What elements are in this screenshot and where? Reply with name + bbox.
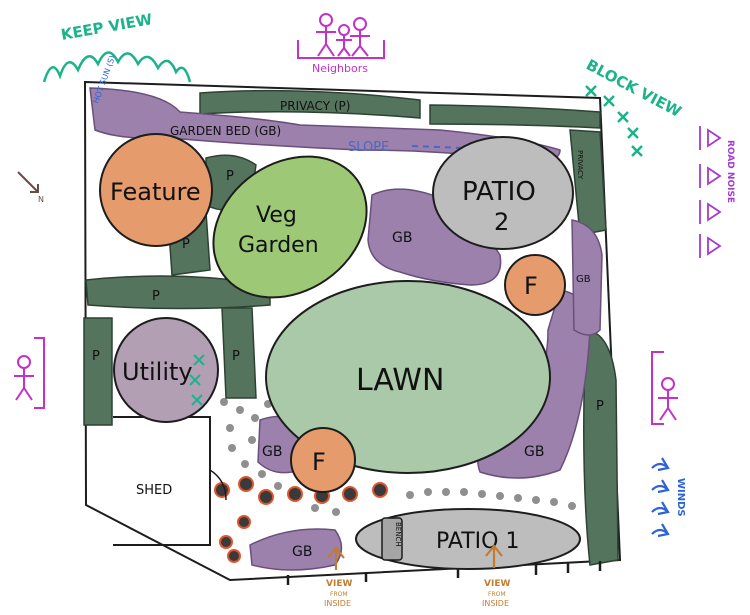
privacy-labels: PRIVACY (P) PRIVACY P P P P P P [92, 99, 604, 414]
privacy-label-feature: P [226, 169, 234, 184]
garden-bed-label-lawn-right: GB [524, 444, 544, 460]
block-x-marks [189, 354, 205, 406]
view-left-line3: INSIDE [324, 599, 351, 608]
bench [381, 517, 403, 561]
winds-note [651, 457, 670, 538]
block-x-icons [585, 85, 643, 157]
neighbor-right [651, 351, 678, 425]
view-arrow-icon [327, 546, 345, 570]
patio-1: BENCH PATIO 1 [355, 508, 581, 570]
garden-beds [89, 87, 603, 571]
privacy-label-left-row: P [152, 289, 160, 304]
road-noise-note [699, 126, 722, 258]
privacy-label-right: P [596, 399, 604, 414]
privacy-label-utility: P [232, 349, 240, 364]
north-label: N [38, 195, 44, 204]
triangle-noise-icon [699, 126, 722, 258]
neighbors-label: Neighbors [312, 62, 368, 75]
privacy-label-top: PRIVACY (P) [280, 99, 350, 113]
garden-bed-labels: GARDEN BED (GB) GB GB GB GB GB [170, 124, 591, 560]
north-arrow-icon [17, 171, 39, 193]
utility-label: Utility [122, 358, 193, 386]
stick-figure-icon [658, 377, 678, 421]
feature-small-bottom-label: F [312, 448, 326, 476]
lawn-label: LAWN [356, 363, 444, 398]
veg-garden: Veg Garden [212, 155, 368, 299]
patio-2: PATIO 2 [432, 136, 574, 250]
stick-figure-icon [316, 13, 370, 57]
garden-label: Garden [238, 233, 319, 258]
stepping-stones [214, 476, 388, 563]
feature-small-right-label: F [524, 272, 538, 300]
patio1-label: PATIO 1 [436, 529, 519, 554]
view-from-inside-right: VIEW FROM INSIDE [482, 544, 510, 608]
veg-label: Veg [256, 203, 297, 228]
view-right-line1: VIEW [484, 579, 510, 589]
garden-bed-label-right: GB [576, 274, 591, 285]
view-arrow-icon [485, 544, 503, 568]
privacy-label-tr: PRIVACY [576, 150, 584, 180]
view-left-line2: FROM [330, 591, 348, 598]
feature-label: Feature [110, 178, 201, 206]
road-noise-label: ROAD NOISE [725, 140, 735, 203]
neighbor-left [14, 337, 45, 409]
patio2-number: 2 [494, 208, 509, 236]
neighbors-note [297, 13, 385, 59]
garden-bed-label-patio2: GB [392, 230, 412, 246]
keep-view-wave-icon [42, 51, 192, 83]
shed: SHED [136, 469, 227, 501]
view-from-inside-left: VIEW FROM INSIDE [324, 546, 352, 608]
garden-bed-label-top: GARDEN BED (GB) [170, 124, 281, 138]
garden-bed-label-bottom: GB [292, 544, 312, 560]
privacy-label-left: P [92, 349, 100, 364]
view-right-line3: INSIDE [482, 599, 509, 608]
lawn-area: LAWN [265, 280, 551, 474]
view-right-line2: FROM [488, 591, 506, 598]
north-indicator: N [17, 171, 44, 204]
shed-label: SHED [136, 483, 172, 498]
privacy-hedges [83, 89, 619, 566]
garden-bed-label-lawn-left: GB [262, 444, 282, 460]
bench-label: BENCH [394, 522, 402, 547]
feature-circle: Feature [99, 133, 213, 247]
feature-small-right: F [504, 254, 566, 316]
stick-figure-icon [14, 355, 34, 401]
view-left-line1: VIEW [326, 579, 352, 589]
wind-arrow-icon [651, 457, 670, 538]
privacy-label-veg: P [182, 237, 190, 252]
keep-view-note: KEEP VIEW [42, 10, 192, 83]
patio2-label: PATIO [462, 177, 536, 207]
winds-label: WINDS [675, 478, 686, 517]
feature-small-bottom: F [290, 427, 356, 493]
slope-label: SLOPE [348, 140, 389, 155]
utility-area: Utility [113, 317, 219, 423]
bottom-fence-posts [286, 561, 602, 585]
keep-view-label: KEEP VIEW [60, 10, 154, 44]
